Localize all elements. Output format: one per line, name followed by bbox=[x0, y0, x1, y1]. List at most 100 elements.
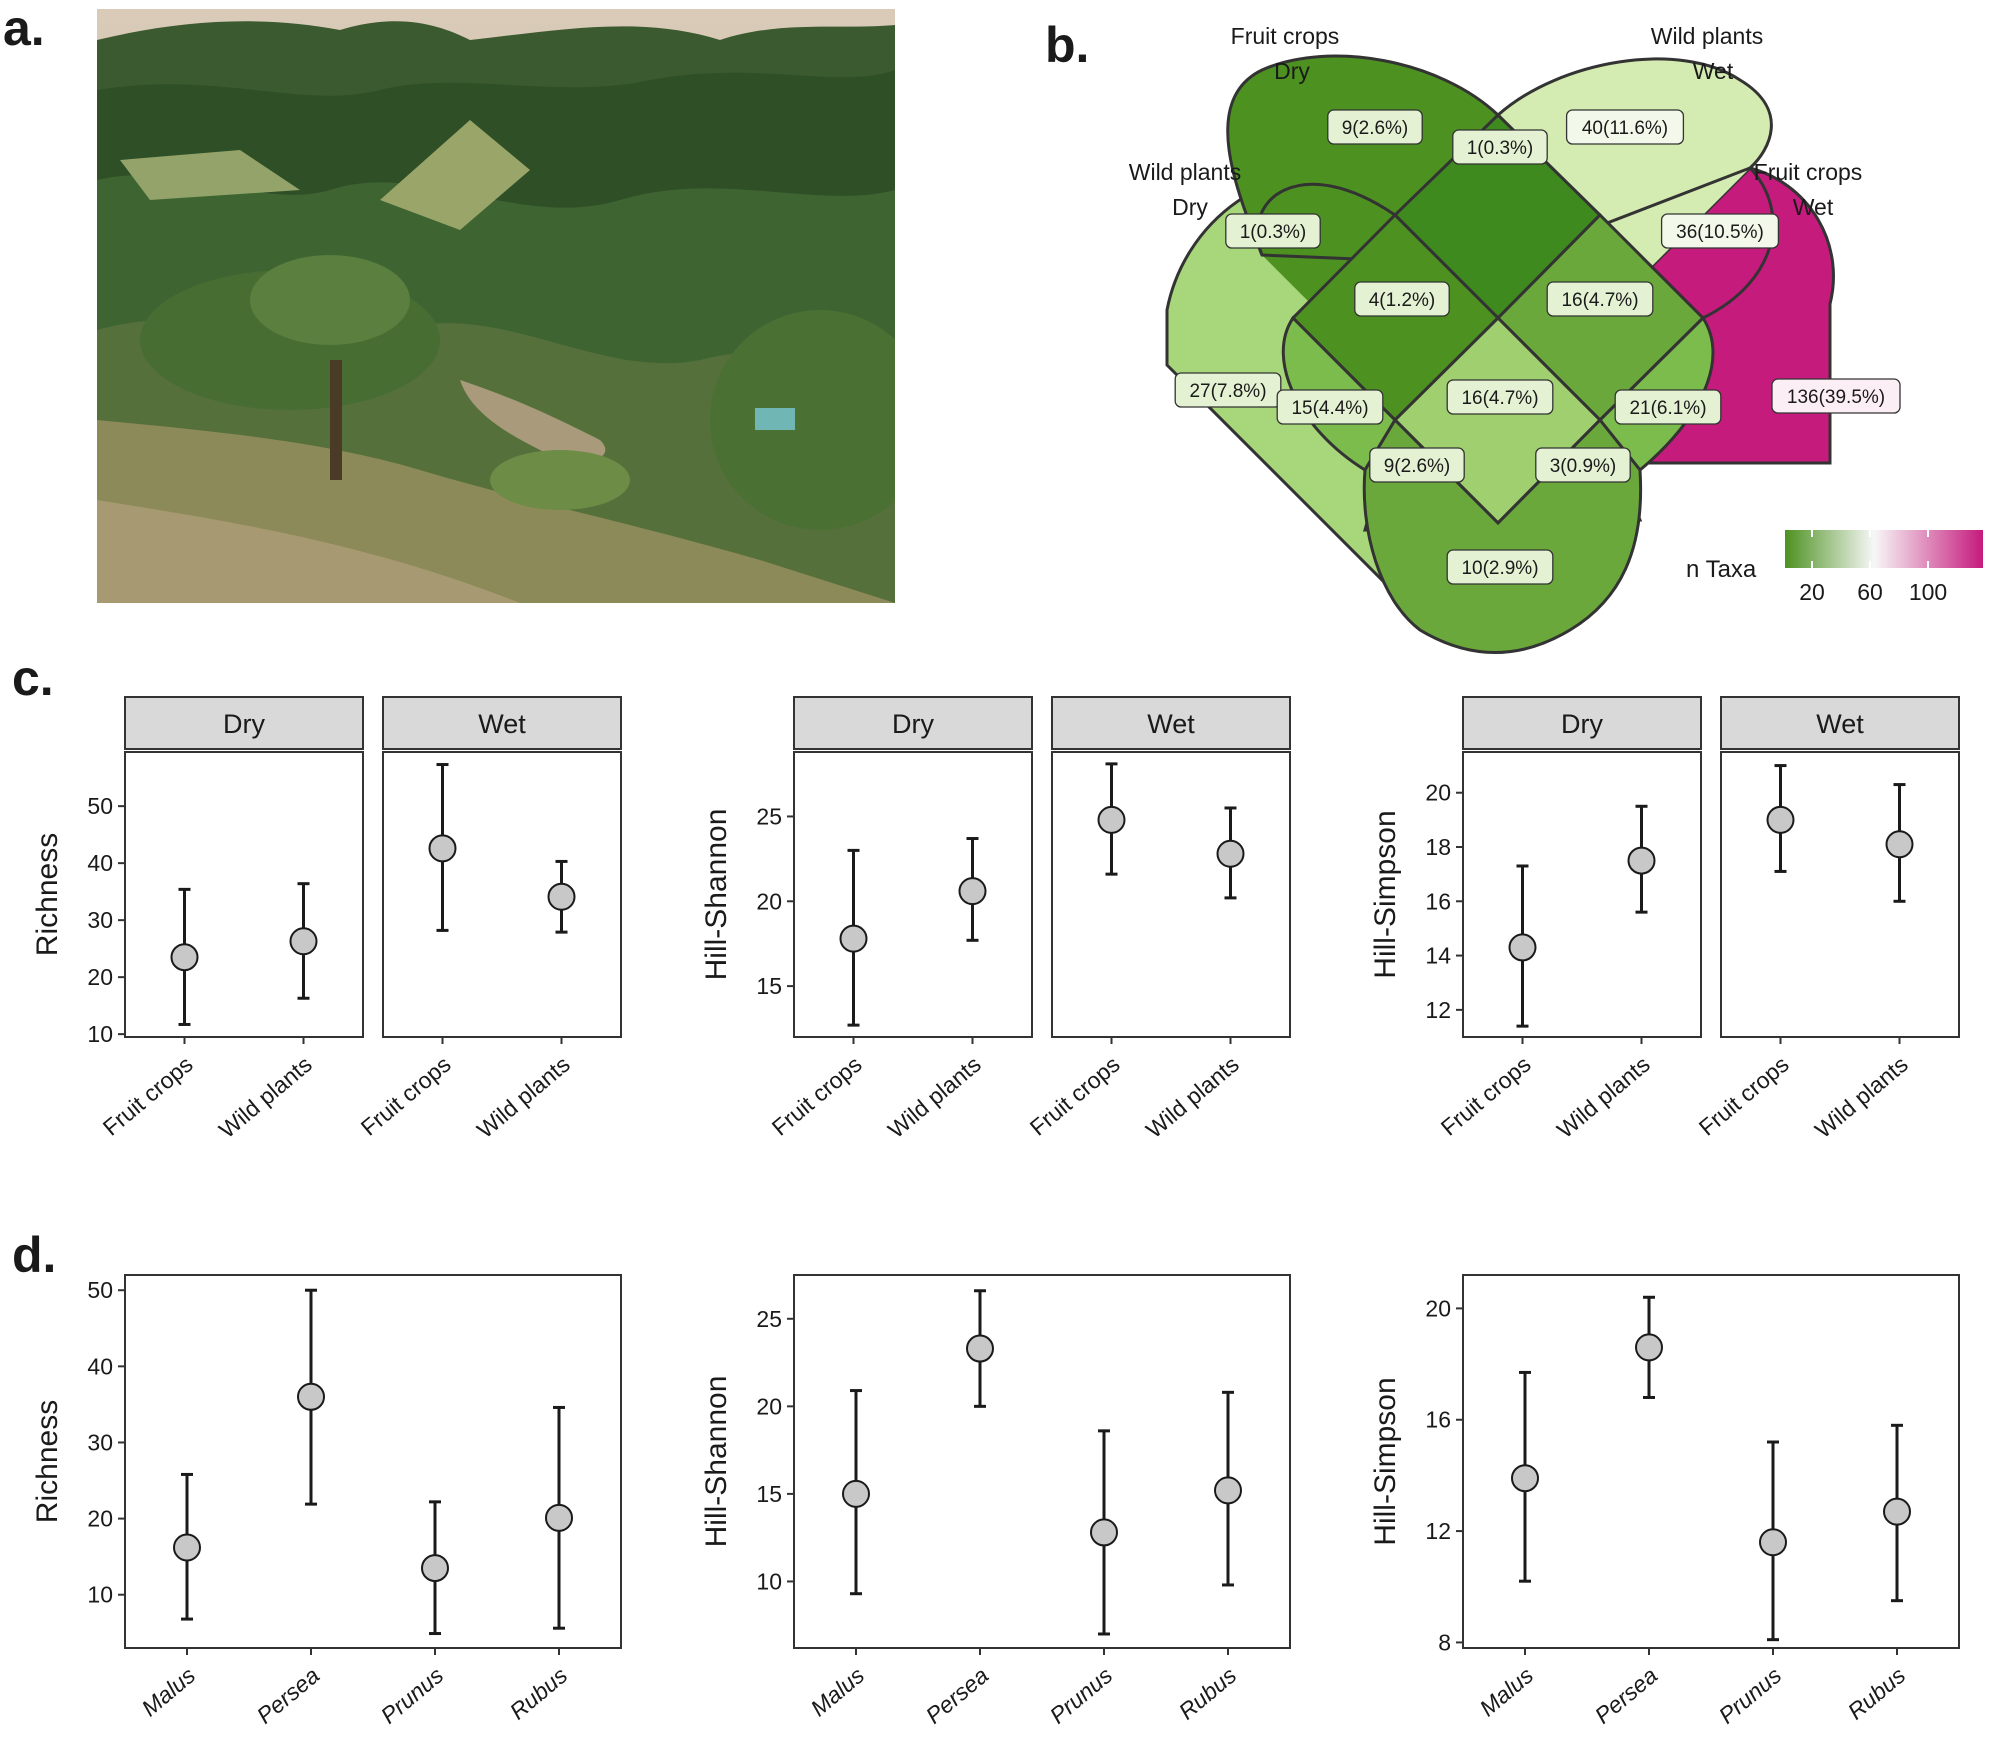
y-tick-label: 18 bbox=[1425, 834, 1451, 860]
facet-strip-label: Dry bbox=[892, 709, 934, 739]
data-point bbox=[545, 1503, 573, 1532]
venn-region-count: 4(1.2%) bbox=[1369, 290, 1436, 311]
x-tick-label: Malus bbox=[805, 1662, 869, 1722]
x-tick-label: Fruit crops bbox=[1025, 1051, 1125, 1141]
x-tick-label: Persea bbox=[1590, 1662, 1663, 1729]
y-axis-title: Hill-Shannon bbox=[700, 809, 733, 981]
y-tick-label: 16 bbox=[1425, 888, 1451, 914]
facet-strip bbox=[1462, 696, 1702, 750]
venn-set-label-line1: Fruit crops bbox=[1754, 159, 1863, 185]
venn-region-box bbox=[1535, 447, 1631, 483]
y-axis-title: Richness bbox=[31, 1400, 64, 1523]
facet-strip bbox=[382, 696, 622, 750]
y-tick-label: 10 bbox=[756, 1568, 782, 1594]
venn-region-box bbox=[1565, 109, 1685, 145]
y-axis-title: Hill-Simpson bbox=[1369, 1377, 1402, 1545]
plot-frame bbox=[382, 751, 622, 1038]
y-tick-label: 10 bbox=[87, 1021, 113, 1047]
y-tick-label: 10 bbox=[87, 1582, 113, 1608]
data-point bbox=[1090, 1518, 1118, 1547]
legend-tick: 100 bbox=[1909, 579, 1947, 605]
data-point bbox=[1635, 1333, 1663, 1362]
x-tick-label: Wild plants bbox=[214, 1051, 317, 1143]
data-point bbox=[428, 834, 457, 863]
venn-set-label-line1: Fruit crops bbox=[1231, 23, 1340, 49]
y-tick-label: 30 bbox=[87, 907, 113, 933]
venn-region-count: 9(2.6%) bbox=[1342, 118, 1409, 139]
plot-frame bbox=[793, 751, 1033, 1038]
x-tick-label: Malus bbox=[1474, 1662, 1538, 1722]
x-tick-label: Malus bbox=[136, 1662, 200, 1722]
legend-tick: 60 bbox=[1857, 579, 1883, 605]
data-point bbox=[297, 1382, 325, 1411]
x-tick-label: Fruit crops bbox=[1694, 1051, 1794, 1141]
plot-frame bbox=[793, 1274, 1291, 1649]
y-tick-label: 20 bbox=[1425, 780, 1451, 806]
panel-letter-a: a. bbox=[3, 0, 45, 56]
venn-region-count: 40(11.6%) bbox=[1582, 118, 1668, 139]
facet-strip bbox=[1720, 696, 1960, 750]
venn-region-box bbox=[1225, 213, 1321, 249]
venn-region-count: 9(2.6%) bbox=[1384, 456, 1451, 477]
venn-set-label-line2: Wet bbox=[1793, 194, 1834, 220]
data-point bbox=[1097, 805, 1126, 834]
y-tick-label: 15 bbox=[756, 1481, 782, 1507]
data-point bbox=[1511, 1464, 1539, 1493]
y-tick-label: 12 bbox=[1425, 997, 1451, 1023]
data-point bbox=[1766, 805, 1795, 834]
plot-frame bbox=[1462, 1274, 1960, 1649]
data-point bbox=[966, 1334, 994, 1363]
plot-frame bbox=[1462, 751, 1702, 1038]
y-tick-label: 15 bbox=[756, 973, 782, 999]
data-point bbox=[1216, 839, 1245, 868]
data-point bbox=[839, 924, 868, 953]
data-point bbox=[289, 927, 318, 956]
panel-letter-d: d. bbox=[12, 1227, 56, 1283]
x-tick-label: Wild plants bbox=[1552, 1051, 1655, 1143]
data-point bbox=[547, 882, 576, 911]
y-tick-label: 14 bbox=[1425, 943, 1451, 969]
y-tick-label: 40 bbox=[87, 850, 113, 876]
venn-set-label-line1: Wild plants bbox=[1651, 23, 1763, 49]
plot-frame bbox=[124, 1274, 622, 1649]
facet-strip-label: Wet bbox=[1816, 709, 1864, 739]
venn-region-count: 15(4.4%) bbox=[1291, 398, 1368, 419]
venn-region-box bbox=[1327, 109, 1423, 145]
data-point bbox=[1759, 1528, 1787, 1557]
y-axis-title: Hill-Simpson bbox=[1369, 810, 1402, 978]
data-point bbox=[1508, 933, 1537, 962]
data-point bbox=[1214, 1476, 1242, 1505]
x-tick-label: Fruit crops bbox=[1436, 1051, 1536, 1141]
data-point bbox=[842, 1479, 870, 1508]
y-tick-label: 20 bbox=[756, 888, 782, 914]
x-tick-label: Wild plants bbox=[472, 1051, 575, 1143]
landscape-photo bbox=[97, 9, 895, 603]
venn-region-box bbox=[1446, 549, 1554, 585]
facet-strip-label: Dry bbox=[1561, 709, 1603, 739]
venn-region-count: 3(0.9%) bbox=[1550, 456, 1617, 477]
x-tick-label: Persea bbox=[252, 1662, 325, 1729]
venn-region-box bbox=[1771, 378, 1901, 414]
data-point bbox=[1883, 1497, 1911, 1526]
venn-region-count: 1(0.3%) bbox=[1467, 138, 1534, 159]
x-tick-label: Persea bbox=[921, 1662, 994, 1729]
venn-set-label-line1: Wild plants bbox=[1129, 159, 1241, 185]
x-tick-label: Wild plants bbox=[1141, 1051, 1244, 1143]
venn-region-box bbox=[1369, 447, 1465, 483]
venn-region-box bbox=[1276, 389, 1384, 425]
data-point bbox=[1885, 830, 1914, 859]
x-tick-label: Wild plants bbox=[1810, 1051, 1913, 1143]
venn-region-box bbox=[1446, 379, 1554, 415]
venn-region-box bbox=[1452, 129, 1548, 165]
venn-region-labels: 9(2.6%)40(11.6%)1(0.3%)1(0.3%)36(10.5%)4… bbox=[1174, 109, 1901, 585]
venn-region-box bbox=[1546, 281, 1654, 317]
x-tick-label: Rubus bbox=[1174, 1662, 1242, 1725]
legend-title: n Taxa bbox=[1686, 556, 1757, 583]
data-point bbox=[958, 877, 987, 906]
plot-frame bbox=[1051, 751, 1291, 1038]
